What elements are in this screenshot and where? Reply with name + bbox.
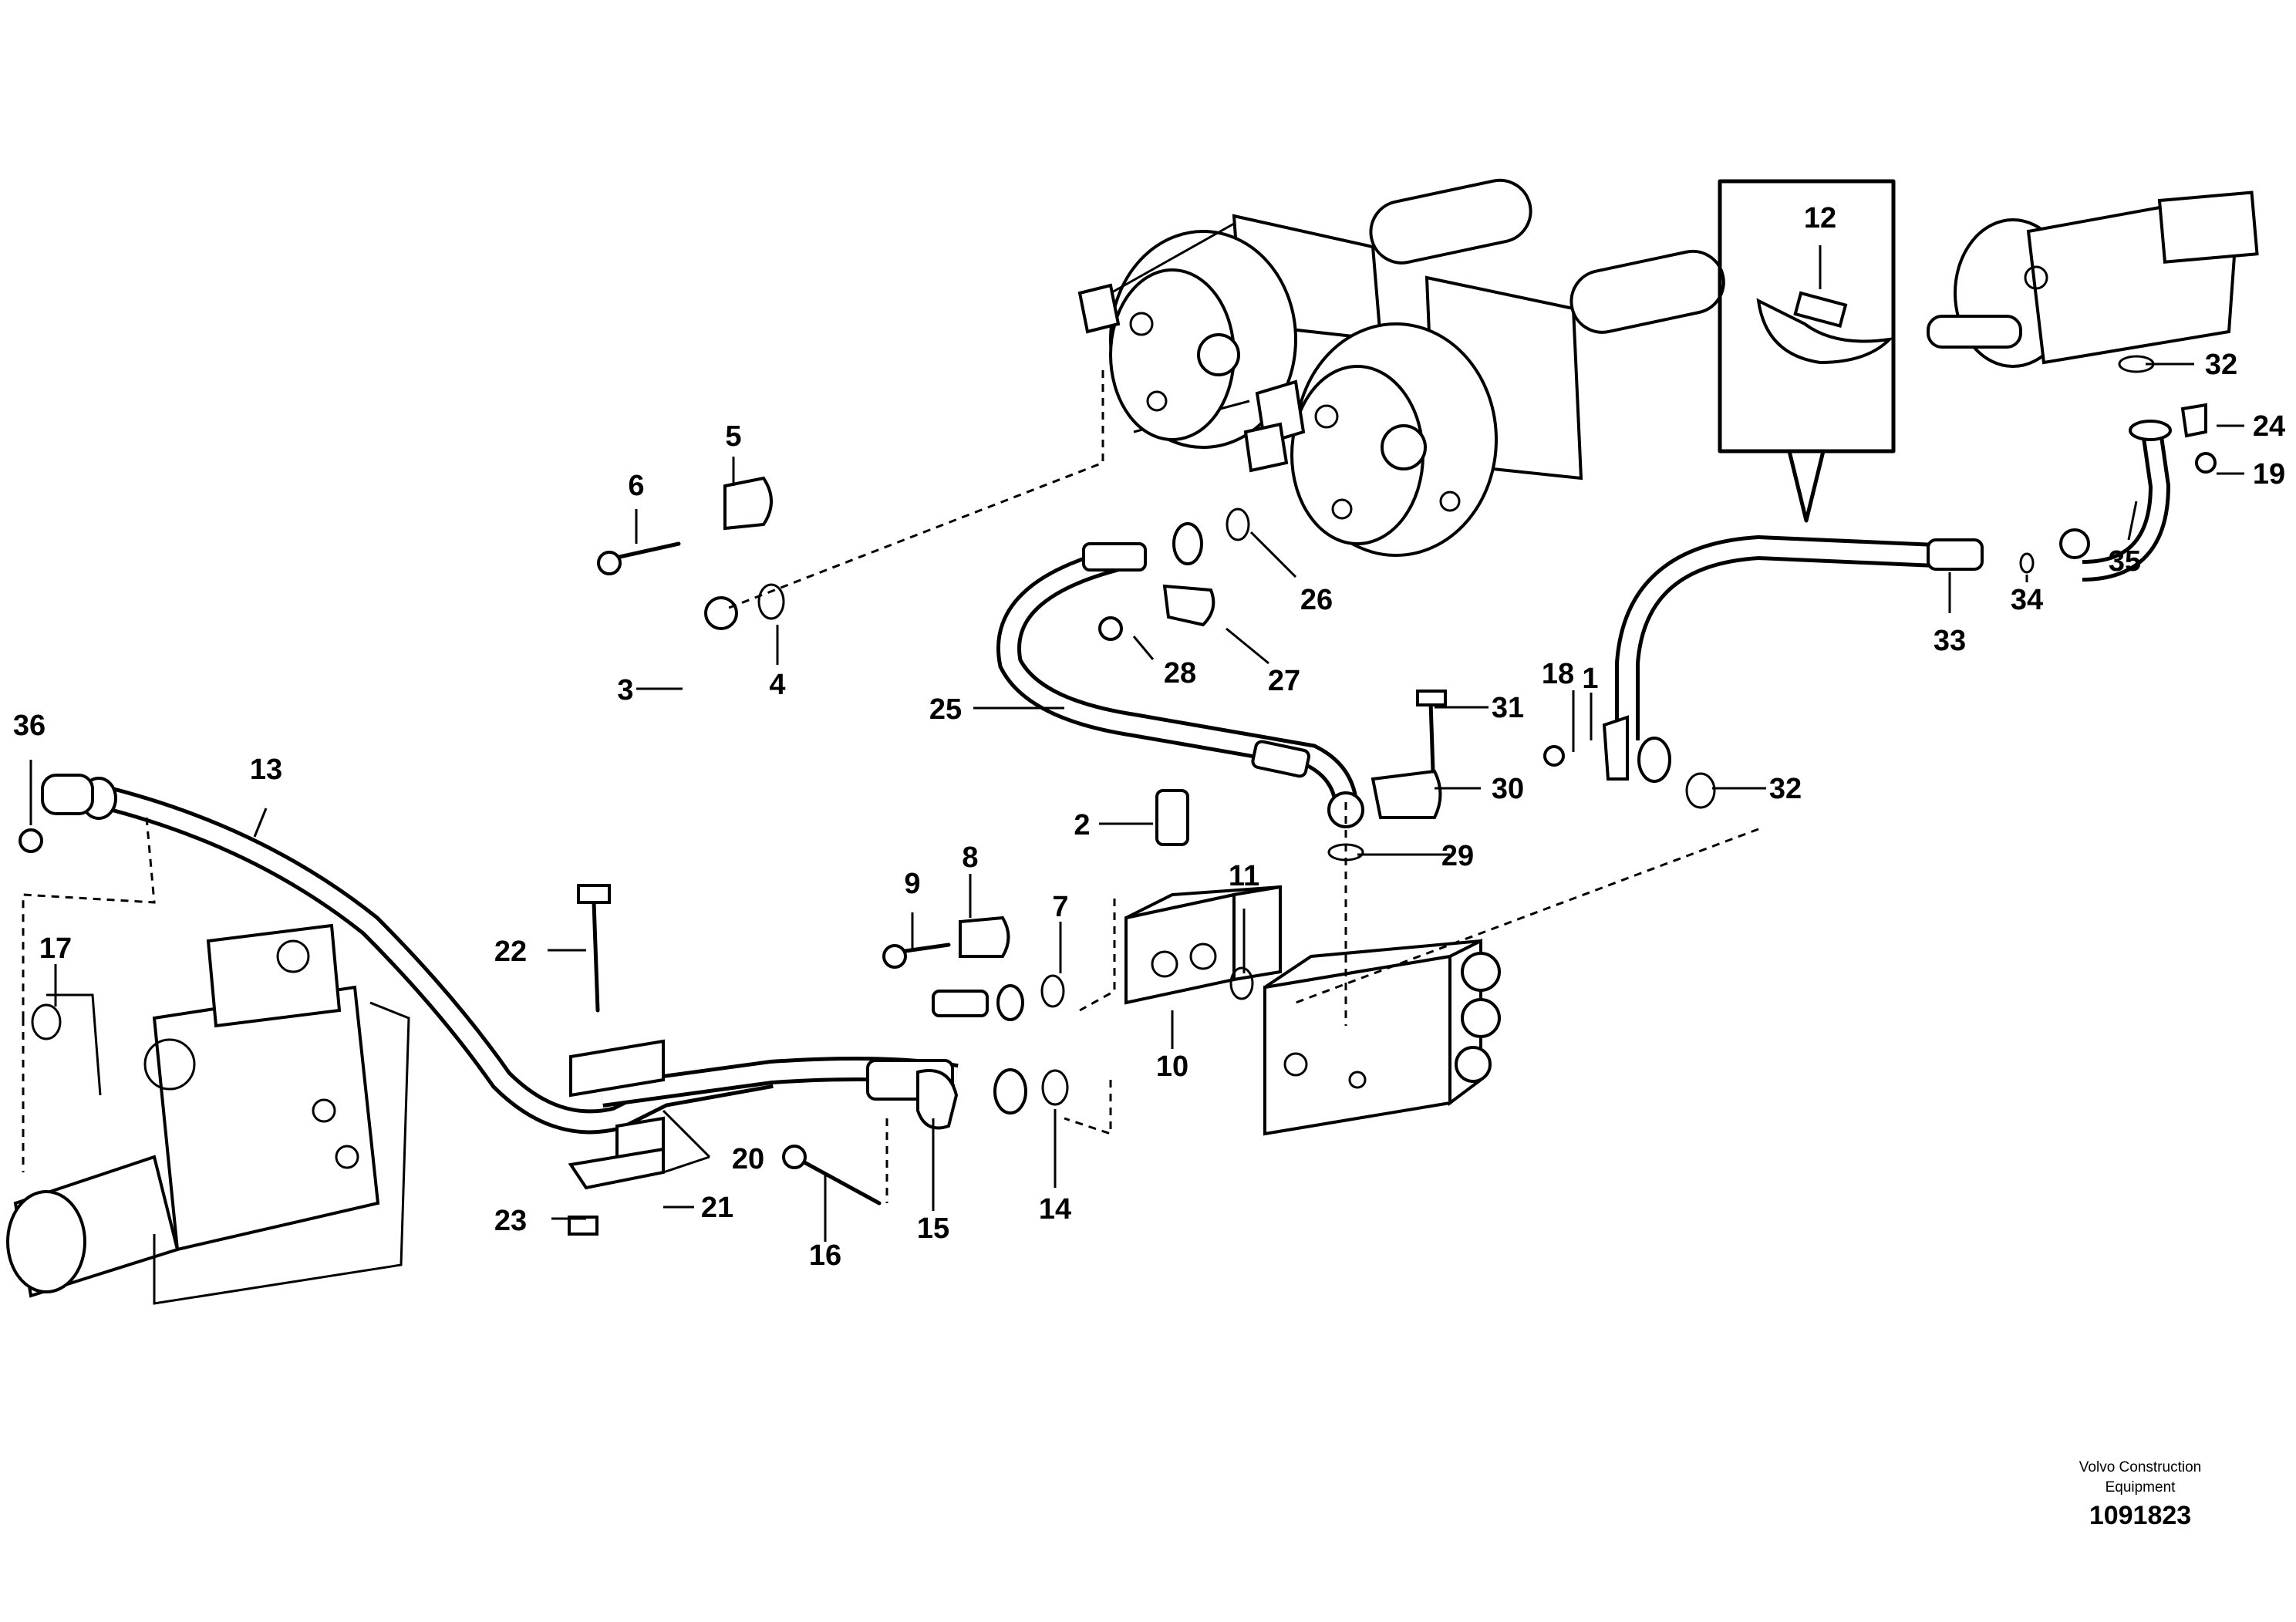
callout-1: 1 bbox=[1582, 663, 1598, 695]
brand-line-2: Equipment bbox=[2105, 1479, 2176, 1496]
hydraulic-motor-upper bbox=[1077, 178, 1532, 449]
brand-name: Volvo Construction Equipment bbox=[2017, 1458, 2264, 1498]
callout-10: 10 bbox=[1156, 1050, 1188, 1083]
callout-31: 31 bbox=[1492, 692, 1524, 724]
alignment-dashes bbox=[22, 370, 1759, 1203]
callout-26: 26 bbox=[1300, 584, 1333, 616]
callout-30: 30 bbox=[1492, 773, 1524, 805]
callout-3: 3 bbox=[617, 674, 633, 706]
callout-34: 34 bbox=[2011, 584, 2043, 616]
valve-block-10 bbox=[1124, 885, 1282, 1005]
callout-24: 24 bbox=[2253, 410, 2285, 443]
leader-lines bbox=[29, 363, 2244, 1242]
callout-23: 23 bbox=[494, 1205, 527, 1237]
callout-11: 11 bbox=[1229, 860, 1259, 892]
callout-6: 6 bbox=[628, 470, 644, 502]
hose-13 bbox=[41, 774, 774, 1135]
callout-9: 9 bbox=[904, 868, 920, 900]
hose-3 bbox=[674, 596, 1024, 1021]
hose-25 bbox=[996, 522, 1364, 828]
callout-27: 27 bbox=[1268, 665, 1300, 697]
callout-4: 4 bbox=[769, 669, 785, 701]
clamp-20 bbox=[568, 884, 665, 1190]
callout-14: 14 bbox=[1039, 1193, 1071, 1226]
callout-8: 8 bbox=[962, 841, 978, 874]
hose-35 bbox=[2059, 420, 2172, 582]
callout-29: 29 bbox=[1441, 840, 1474, 872]
inset-detail-box bbox=[1718, 179, 1896, 523]
callout-2: 2 bbox=[1074, 809, 1090, 841]
callout-5: 5 bbox=[725, 420, 741, 453]
callout-18: 18 bbox=[1542, 658, 1574, 690]
brand-line-1: Volvo Construction bbox=[2079, 1459, 2202, 1475]
valve-block-main bbox=[1263, 938, 1501, 1136]
hose-33 bbox=[1615, 534, 1984, 783]
document-number: 1091823 bbox=[2089, 1501, 2192, 1530]
callout-32-top: 32 bbox=[2205, 349, 2237, 381]
callout-13: 13 bbox=[250, 754, 282, 786]
callout-16: 16 bbox=[809, 1239, 841, 1272]
hydraulic-motor-right bbox=[1927, 191, 2259, 368]
hydraulic-pump-left bbox=[6, 923, 410, 1305]
callout-20: 20 bbox=[732, 1143, 764, 1175]
callout-32-bottom: 32 bbox=[1769, 773, 1802, 805]
callout-36: 36 bbox=[13, 710, 46, 742]
callout-15: 15 bbox=[917, 1212, 949, 1245]
callout-22: 22 bbox=[494, 936, 527, 968]
callout-labels: 1 2 3 4 5 6 7 8 9 10 11 12 13 14 15 16 1… bbox=[13, 202, 2285, 1272]
hydraulic-motor-lower bbox=[1243, 249, 1725, 557]
callout-28: 28 bbox=[1164, 657, 1196, 690]
callout-33: 33 bbox=[1934, 625, 1966, 657]
callout-19: 19 bbox=[2253, 458, 2285, 491]
callout-21: 21 bbox=[701, 1192, 733, 1224]
callout-17: 17 bbox=[39, 932, 72, 965]
callout-7: 7 bbox=[1052, 891, 1068, 923]
callout-12: 12 bbox=[1804, 202, 1836, 234]
callout-25: 25 bbox=[929, 693, 962, 726]
small-parts bbox=[19, 403, 2217, 1236]
callout-35: 35 bbox=[2109, 545, 2141, 578]
